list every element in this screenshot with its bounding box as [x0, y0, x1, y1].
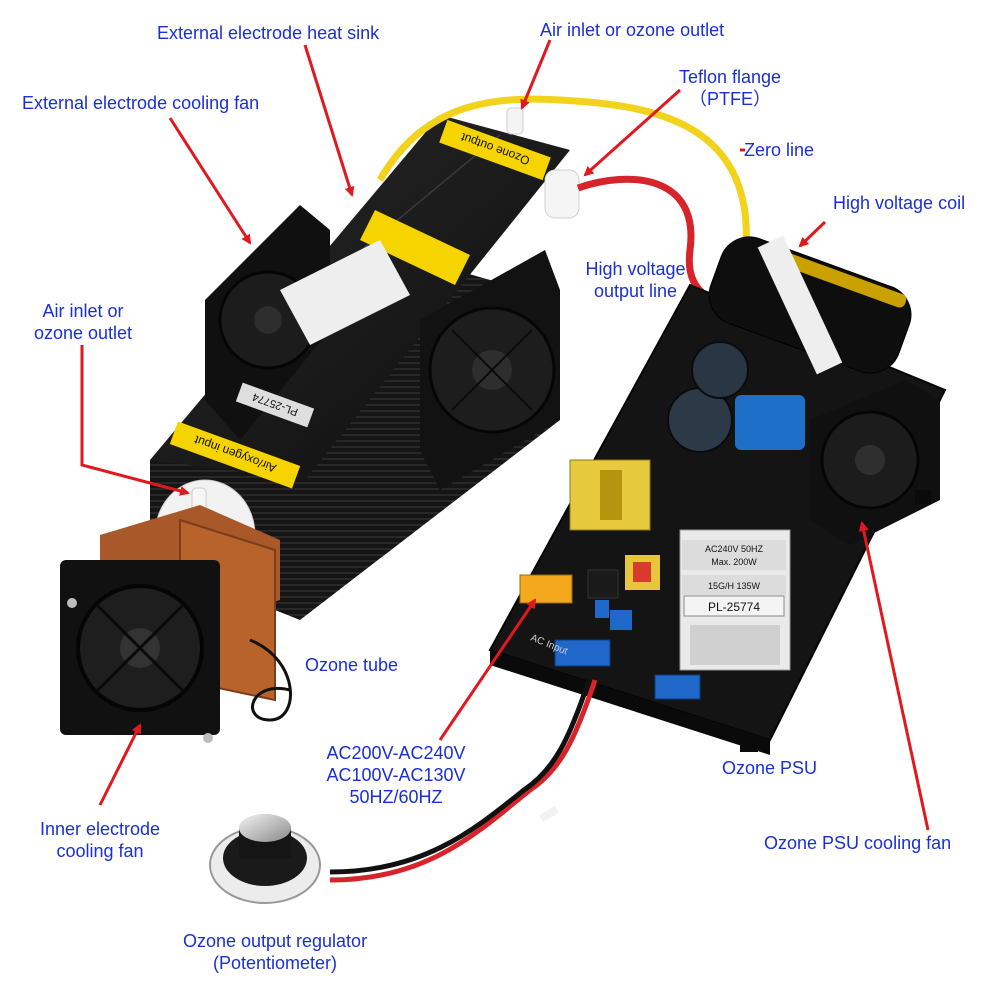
terminal-block [654, 674, 701, 700]
arrow-ext-heat-sink [303, 44, 355, 197]
terminal-block [610, 610, 632, 630]
label-air-inlet-left-line-2: ozone outlet [33, 323, 133, 343]
label-ac-input: AC200V-AC240V AC100V-AC130V 50HZ/60HZ [306, 742, 486, 808]
board-rating: 15G/H 135W [708, 581, 761, 591]
arrow-psu-fan [858, 521, 930, 831]
arrow-ext-fan [168, 117, 252, 245]
label-air-inlet-left-line-1: Air inlet or [42, 301, 124, 321]
label-ext-heat-sink: External electrode heat sink [157, 23, 380, 43]
label-air-inlet-left: Air inlet or ozone outlet [18, 300, 148, 344]
terminal-block [595, 600, 609, 618]
arrow-inner-fan [98, 723, 142, 806]
label-ac-line-3: 50HZ/60HZ [349, 787, 443, 807]
terminal-block [554, 639, 611, 667]
label-hv-output-line-1: High voltage [585, 259, 686, 279]
board-power-line-2: Max. 200W [711, 557, 757, 567]
label-ozone-psu: Ozone PSU [722, 758, 818, 778]
label-ac-line-1: AC200V-AC240V [326, 743, 466, 763]
label-teflon-line-2: （PTFE） [688, 89, 771, 109]
potentiometer [209, 814, 321, 904]
board-model: PL-25774 [708, 600, 760, 614]
label-psu-fan: Ozone PSU cooling fan [764, 833, 952, 853]
arrow-teflon [583, 88, 682, 177]
power-cable [329, 679, 598, 883]
arrow-air-inlet-top [520, 39, 552, 110]
label-regulator: Ozone output regulator (Potentiometer) [160, 930, 390, 974]
label-inner-fan-line-2: cooling fan [56, 841, 144, 861]
arrow-hv-coil [798, 220, 827, 248]
arrow-ac-input [438, 598, 537, 741]
psu-fan [810, 380, 940, 545]
external-fan-right [420, 250, 560, 490]
capacitor [691, 341, 749, 399]
label-inner-fan: Inner electrode cooling fan [20, 818, 180, 862]
label-teflon-flange: Teflon flange （PTFE） [665, 66, 795, 110]
arrow-air-inlet-left [80, 345, 190, 496]
label-air-inlet-top: Air inlet or ozone outlet [540, 20, 725, 40]
label-hv-output-line-2: output line [593, 281, 678, 301]
label-ozone-tube: Ozone tube [305, 655, 399, 675]
annotation-arrows [80, 39, 930, 831]
inner-electrode-fan [60, 505, 292, 743]
label-ac-line-2: AC100V-AC130V [326, 765, 466, 785]
label-zero-line: Zero line [744, 140, 815, 160]
top-fitting [506, 107, 524, 135]
label-regulator-line-1: Ozone output regulator [182, 931, 368, 951]
board-power-line-1: AC240V 50HZ [705, 544, 764, 554]
label-ext-fan: External electrode cooling fan [22, 93, 260, 113]
teflon-flange [544, 169, 580, 219]
label-inner-fan-line-1: Inner electrode [39, 819, 161, 839]
psu-board: AC240V 50HZ Max. 200W 15G/H 135W PL-2577… [488, 235, 947, 755]
label-hv-coil: High voltage coil [833, 193, 966, 213]
zero-line-wire [376, 95, 750, 261]
pcb [488, 283, 947, 742]
label-hv-output: High voltage output line [573, 258, 698, 302]
label-teflon-line-1: Teflon flange [678, 67, 782, 87]
label-regulator-line-2: (Potentiometer) [212, 953, 338, 973]
